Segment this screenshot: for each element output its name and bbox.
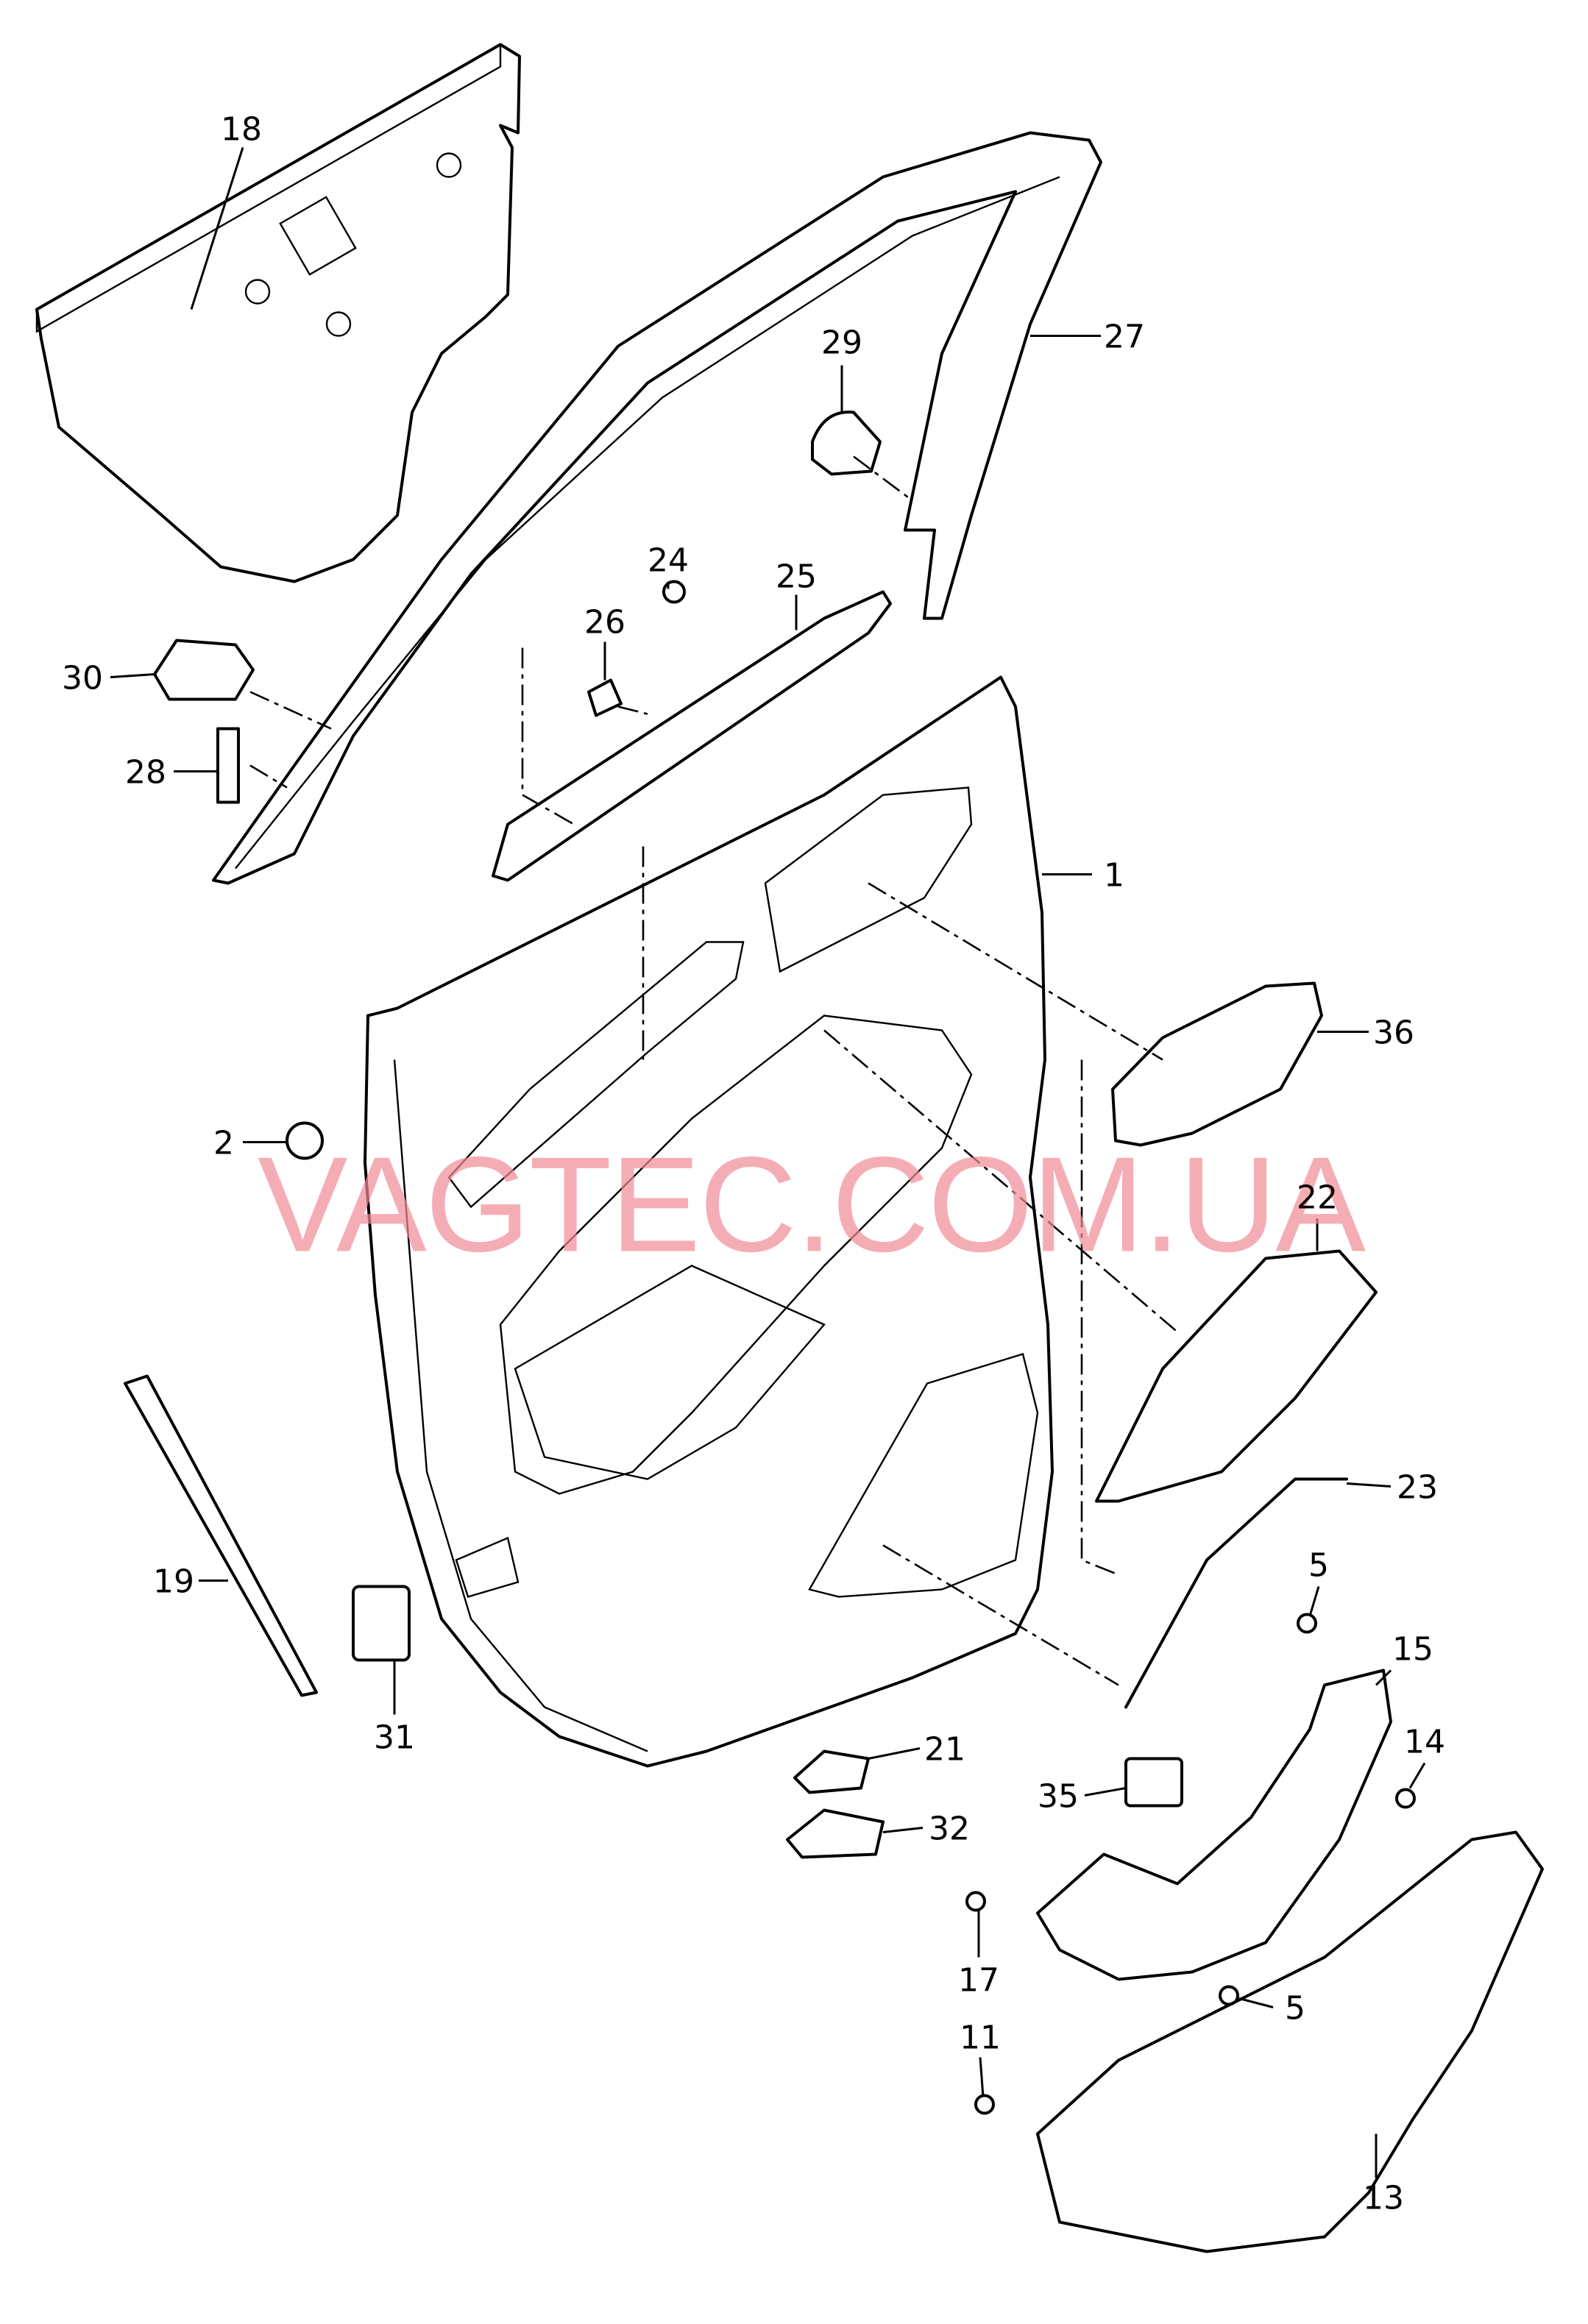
assembly-lines [249, 455, 1178, 1686]
part-30-bracket [153, 639, 255, 701]
part-27-window-frame-trim [212, 131, 1102, 885]
part-13-armrest-cover [1036, 1830, 1544, 2253]
callout-1: 1 [1104, 857, 1124, 895]
callout-23: 23 [1397, 1469, 1438, 1507]
callout-35: 35 [1038, 1778, 1079, 1816]
callout-19: 19 [153, 1563, 194, 1601]
part-25-decor-strip [492, 590, 892, 882]
callout-5-upper: 5 [1308, 1547, 1329, 1585]
part-22-speaker-cover [1095, 1249, 1378, 1503]
part-18-insulation-panel [35, 43, 521, 583]
callout-25: 25 [776, 558, 817, 596]
part-36-handle-outline [1111, 981, 1323, 1147]
part-21-cover [793, 1749, 870, 1794]
callout-15: 15 [1392, 1631, 1433, 1669]
callout-21: 21 [924, 1731, 965, 1769]
callout-29: 29 [821, 324, 862, 362]
part-29-clip [811, 411, 882, 476]
part-28-label [216, 727, 240, 804]
callout-2: 2 [213, 1125, 234, 1162]
callout-22: 22 [1297, 1179, 1338, 1217]
part-15-pull-handle [1036, 1669, 1392, 1981]
callout-36: 36 [1373, 1014, 1414, 1052]
part-1-door-trim-panel [364, 675, 1054, 1768]
part-26-clip [587, 678, 623, 717]
callout-24: 24 [648, 542, 689, 580]
callout-31: 31 [374, 1719, 415, 1757]
part-23-seal-strip [1124, 1477, 1348, 1709]
callout-labels: 18 27 29 24 25 26 30 28 1 36 2 22 23 19 … [62, 111, 1445, 2217]
part-2-fastener [286, 1121, 324, 1160]
screws [965, 1613, 1416, 2115]
part-35-window-switch [1124, 1757, 1183, 1808]
callout-17: 17 [958, 1962, 999, 2000]
callout-18: 18 [221, 111, 262, 149]
callout-30: 30 [62, 660, 103, 697]
part-24-screw [662, 580, 686, 604]
part-32-reflector [786, 1808, 885, 1859]
callout-14: 14 [1404, 1724, 1445, 1761]
watermark: VAGTEC.COM.UA [258, 1129, 1366, 1280]
callout-26: 26 [584, 604, 625, 642]
callout-28: 28 [125, 754, 166, 792]
callout-11: 11 [960, 2019, 1001, 2057]
leader-lines [110, 147, 1426, 2178]
callout-5-lower: 5 [1285, 1990, 1305, 2028]
part-19-seal [124, 1374, 318, 1697]
callout-32: 32 [929, 1810, 970, 1848]
part-31-switch [352, 1585, 411, 1662]
callout-27: 27 [1104, 319, 1145, 356]
callout-13: 13 [1363, 2180, 1404, 2217]
